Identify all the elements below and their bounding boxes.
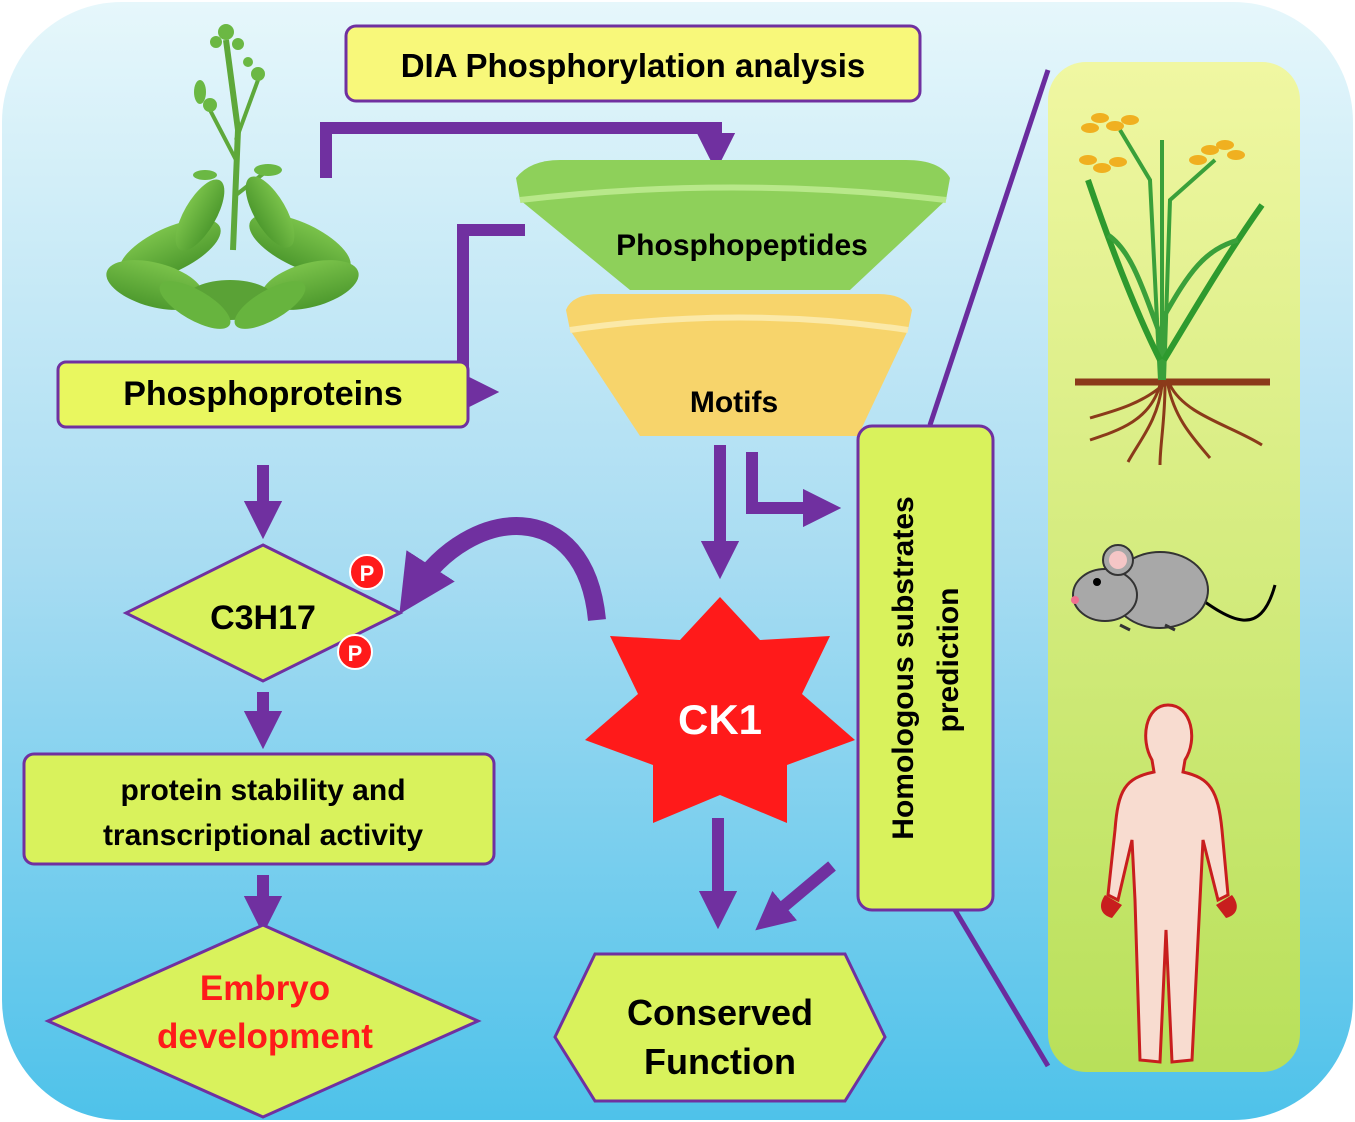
arrow-ck1-to-c3h17: [399, 517, 606, 621]
phospho-badge-top: P: [349, 554, 385, 590]
ck1-star: CK1: [585, 597, 855, 823]
svg-text:P: P: [360, 561, 375, 586]
stability-box: protein stability and transcriptional ac…: [22, 752, 496, 866]
arabidopsis-plant-icon: [106, 24, 359, 329]
bracket-line-top: [927, 69, 1051, 426]
arrow-plant-to-funnel: [320, 122, 736, 178]
motifs-label: Motifs: [690, 386, 778, 419]
embryo-line1: Embryo: [200, 969, 330, 1008]
homologous-line1: Homologous substrates: [887, 496, 920, 839]
conserved-function-box: Conserved Function: [553, 952, 887, 1103]
stability-line1: protein stability and: [120, 774, 405, 807]
phosphopeptides-funnel: Phosphopeptides: [516, 160, 950, 290]
phosphoproteins-label: Phosphoproteins: [123, 375, 403, 413]
conserved-line2: Function: [644, 1041, 796, 1082]
bracket-line-bottom: [952, 908, 1051, 1068]
arrow-homologous-to-conserved: [755, 861, 836, 931]
stability-line2: transcriptional activity: [103, 819, 423, 852]
embryo-line2: development: [157, 1017, 373, 1056]
arrow-motifs-to-homologous: [746, 452, 842, 528]
title-box: DIA Phosphorylation analysis: [344, 24, 922, 103]
phospho-badge-bottom: P: [337, 634, 373, 670]
motifs-funnel: Motifs: [566, 294, 912, 436]
c3h17-label: C3H17: [210, 599, 316, 637]
phosphopeptides-label: Phosphopeptides: [616, 229, 868, 262]
embryo-diamond: Embryo development: [44, 923, 482, 1119]
c3h17-diamond: C3H17: [122, 543, 404, 683]
ck1-label: CK1: [678, 696, 762, 743]
mouse-icon: [1071, 544, 1277, 632]
arrow-funnel-to-phosphoproteins: [457, 224, 525, 412]
human-icon: [1100, 703, 1237, 1064]
homologous-box: Homologous substrates prediction: [856, 424, 995, 912]
phosphoproteins-box: Phosphoproteins: [56, 360, 470, 429]
rice-plant-icon: [1075, 113, 1270, 466]
conserved-line1: Conserved: [627, 992, 813, 1033]
title-text: DIA Phosphorylation analysis: [401, 47, 866, 84]
svg-text:P: P: [348, 641, 363, 666]
homologous-line2: prediction: [932, 587, 965, 732]
